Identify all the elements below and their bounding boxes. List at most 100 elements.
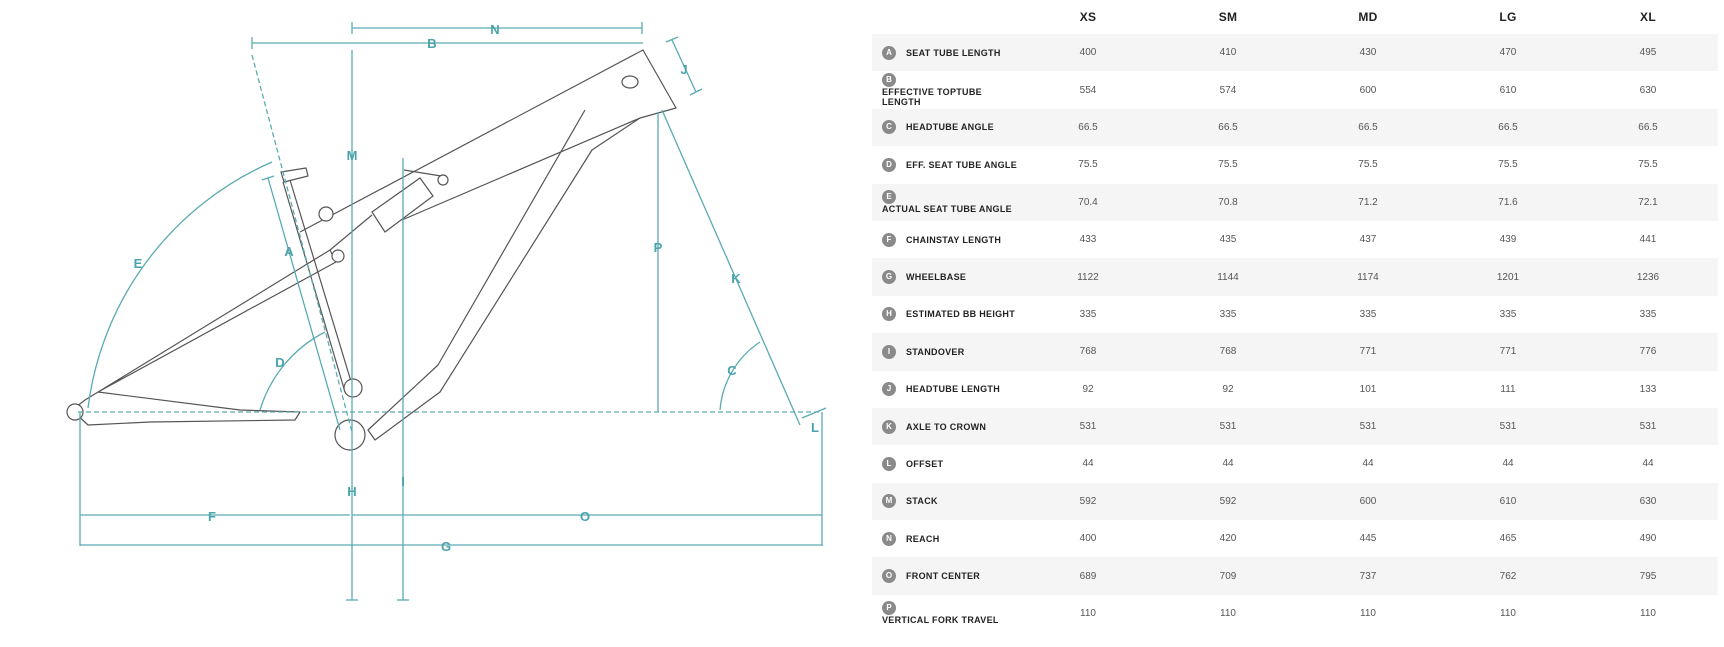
dim-line-j: [671, 39, 697, 93]
value-cell: 531: [1018, 407, 1158, 446]
value-cell: 495: [1578, 34, 1718, 72]
letter-badge: K: [882, 419, 896, 434]
value-cell: 66.5: [1578, 108, 1718, 147]
value-cell: 630: [1639, 84, 1657, 96]
letter-badge: I: [882, 344, 896, 359]
value-cell: 776: [1578, 333, 1718, 371]
letter-badge: P: [882, 601, 896, 616]
upper-pivot: [318, 206, 334, 222]
value-cell: 75.5: [1638, 159, 1658, 171]
measurement-name: EFF. SEAT TUBE ANGLE: [906, 159, 1018, 170]
rear-triangle: [71, 249, 337, 426]
value-cell: 600: [1359, 84, 1377, 96]
value-cell: 630: [1578, 482, 1718, 521]
value-cell: 44: [1502, 458, 1514, 470]
measurement-label-cell: EACTUAL SEAT TUBE ANGLE: [872, 183, 1018, 221]
letter-badge: N: [882, 531, 896, 546]
value-cell: 433: [1079, 234, 1097, 246]
value-cell: 110: [1640, 608, 1656, 620]
letter-badge: B: [882, 73, 896, 88]
value-cell: 437: [1359, 234, 1377, 246]
value-cell: 92: [1222, 383, 1234, 395]
label-i: I: [401, 474, 405, 489]
value-cell: 441: [1639, 234, 1657, 246]
value-cell: 439: [1499, 234, 1517, 246]
value-cell: 71.6: [1438, 183, 1578, 221]
measurement-name: OFFSET: [906, 458, 944, 469]
value-cell: 771: [1438, 333, 1578, 371]
seat-clamp: [280, 167, 309, 183]
label-e: E: [134, 256, 143, 271]
measurement-name: STANDOVER: [906, 346, 965, 357]
measurement-label-cell: BEFFECTIVE TOPTUBE LENGTH: [872, 71, 1018, 108]
letter-badge: F: [882, 232, 896, 247]
size-header-row: XS SM MD LG XL: [872, 0, 1718, 34]
letter-badge: J: [882, 382, 896, 397]
label-k: K: [731, 271, 741, 286]
measurement-name: VERTICAL FORK TRAVEL: [882, 615, 999, 626]
measurement-label-cell: L OFFSET: [872, 445, 1018, 482]
value-cell: 400: [1018, 34, 1158, 72]
label-b: B: [427, 36, 436, 51]
value-cell: 762: [1438, 557, 1578, 595]
letter-badge: M: [882, 494, 896, 509]
header-blank: [872, 0, 1018, 34]
value-cell: 1236: [1578, 258, 1718, 296]
value-cell: 610: [1499, 84, 1517, 96]
value-cell: 610: [1438, 482, 1578, 521]
dim-line-k: [661, 109, 801, 426]
label-o: O: [580, 509, 590, 524]
value-cell: 1144: [1158, 258, 1298, 296]
label-c: C: [727, 363, 737, 378]
label-h: H: [347, 484, 356, 499]
label-m: M: [347, 148, 358, 163]
dimension-labels: N B M A E D P K C J L H I F O G: [134, 22, 819, 554]
value-cell: 768: [1158, 333, 1298, 371]
label-g: G: [441, 539, 451, 554]
measurement-label-cell: I STANDOVER: [872, 333, 1018, 371]
measurement-name: REACH: [906, 533, 940, 544]
head-badge: [621, 75, 639, 89]
value-cell: 110: [1360, 608, 1376, 620]
size-header: SM: [1218, 10, 1238, 24]
value-cell: 531: [1578, 407, 1718, 446]
bike-frame: [66, 49, 677, 451]
measurement-name: HEADTUBE LENGTH: [906, 384, 1000, 395]
size-header: XS: [1079, 10, 1097, 24]
label-j: J: [680, 62, 687, 77]
label-f: F: [208, 509, 216, 524]
value-cell: 600: [1298, 482, 1438, 521]
value-cell: 1122: [1018, 258, 1158, 296]
value-cell: 66.5: [1298, 108, 1438, 147]
value-cell: 335: [1219, 308, 1237, 320]
value-cell: 44: [1082, 458, 1094, 470]
dim-line-l: [801, 407, 827, 419]
measurement-label-cell: PVERTICAL FORK TRAVEL: [872, 595, 1018, 632]
value-cell: 771: [1298, 333, 1438, 371]
measurement-name: ACTUAL SEAT TUBE ANGLE: [882, 204, 1012, 215]
value-cell: 709: [1158, 557, 1298, 595]
down-tube: [367, 109, 641, 441]
shock-pivot: [437, 174, 449, 186]
size-header: MD: [1358, 10, 1378, 24]
value-cell: 430: [1298, 34, 1438, 72]
letter-badge: D: [882, 157, 896, 172]
value-cell: 66.5: [1158, 108, 1298, 147]
letter-badge: L: [882, 456, 896, 471]
value-cell: 66.5: [1438, 108, 1578, 147]
measurement-name: HEADTUBE ANGLE: [906, 122, 994, 133]
eff-seat-tube-line: [251, 54, 353, 433]
